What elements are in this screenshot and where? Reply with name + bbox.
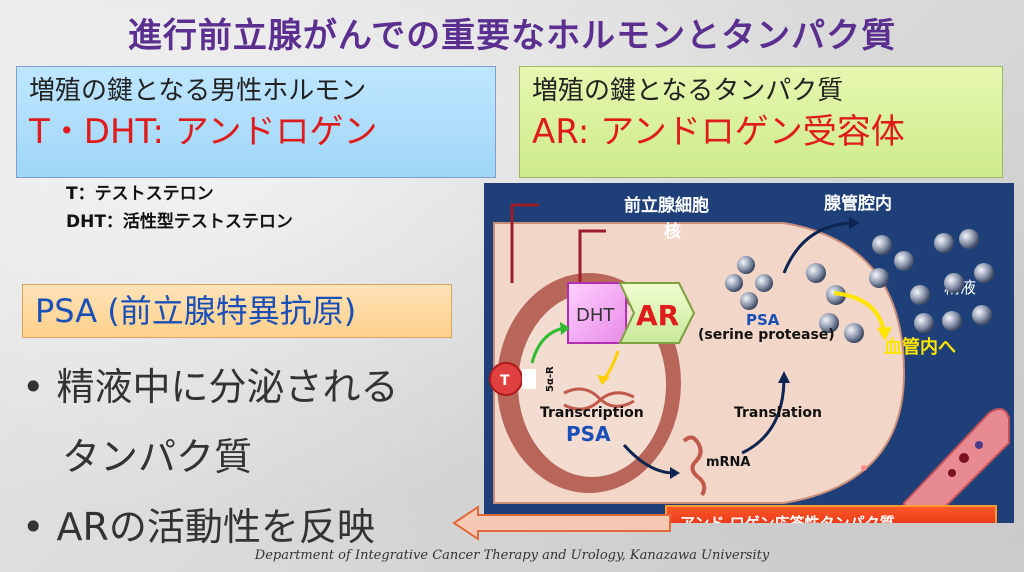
label-5ar: 5α-R (545, 366, 556, 392)
slide-title: 進行前立腺がんでの重要なホルモンとタンパク質 (127, 16, 897, 56)
psa-heading: PSA (前立腺特異抗原) (22, 284, 452, 338)
label-blood: 血管内へ (884, 336, 956, 358)
receptor-box: 増殖の鍵となるタンパク質 AR: アンドロゲン受容体 (519, 66, 1003, 178)
psa-particle-small (861, 465, 867, 471)
label-mrna: mRNA (706, 455, 751, 470)
bullet-continuation: タンパク質 (62, 435, 253, 479)
psa-particle (737, 256, 755, 274)
bullet-list: • 精液中に分泌される タンパク質 • ARの活動性を反映 (22, 352, 399, 562)
psa-particle (910, 285, 930, 305)
psa-particle (974, 263, 994, 283)
label-nucleus: 核 (664, 221, 681, 242)
psa-particle (806, 263, 826, 283)
transcription-arrow-head (670, 467, 680, 479)
psa-particle (725, 274, 743, 292)
label-serine: (serine protease) (698, 327, 835, 343)
label-t: T (500, 373, 510, 389)
blood-cell (959, 453, 969, 463)
t-receptor (522, 369, 536, 389)
blood-arrow-head (877, 327, 892, 341)
translation-arrow-head (778, 371, 790, 383)
secretion-arrow (782, 221, 857, 274)
definition-t: T：テストステロン (66, 184, 214, 204)
cell-bracket (510, 203, 539, 283)
label-lumen: 腺管腔内 (824, 193, 892, 214)
label-cell: 前立腺細胞 (624, 195, 709, 216)
reflect-arrow (452, 505, 671, 541)
diagram-svg: 前立腺細胞 核 腺管腔内 精液 血管内へ (484, 183, 1014, 540)
dna-strand (563, 391, 635, 411)
label-ar: AR (636, 299, 679, 332)
androgen-box-term: T・DHT: アンドロゲン (29, 112, 378, 152)
psa-particle (914, 313, 934, 333)
receptor-box-caption: 増殖の鍵となるタンパク質 (532, 76, 844, 106)
psa-particle (894, 251, 914, 271)
androgen-box: 増殖の鍵となる男性ホルモン T・DHT: アンドロゲン (16, 66, 496, 178)
psa-particle (972, 305, 992, 325)
psa-pathway-diagram: 前立腺細胞 核 腺管腔内 精液 血管内へ (484, 183, 1014, 540)
ar-block (618, 282, 696, 344)
translation-arrow (741, 377, 786, 455)
secretion-arrow-head (849, 217, 860, 229)
label-psa-protein: PSA (746, 311, 780, 329)
definition-dht: DHT：活性型テストステロン (66, 212, 293, 232)
binding-arrow-head (597, 375, 610, 385)
blood-cell (975, 441, 983, 449)
label-psa-gene: PSA (566, 422, 611, 446)
bullet-text: ARの活動性を反映 (56, 505, 375, 549)
footer-credit: Department of Integrative Cancer Therapy… (254, 548, 770, 563)
dna-strand (563, 387, 635, 408)
blood-vessel (903, 408, 1010, 524)
psa-particle (959, 229, 979, 249)
mrna-strand (682, 435, 707, 497)
conversion-arrow-head (560, 322, 570, 335)
definitions: T：テストステロン DHT：活性型テストステロン (66, 180, 293, 236)
blood-arrow (833, 291, 886, 334)
psa-particle (740, 292, 758, 310)
label-dht: DHT (576, 305, 615, 326)
psa-particle (872, 235, 892, 255)
label-response: アンド ロゲン応答性タンパク質 (680, 514, 895, 523)
psa-particle (942, 311, 962, 331)
reflect-arrow-shape (452, 505, 671, 541)
nucleus-bracket (578, 229, 606, 293)
psa-particle (944, 273, 964, 293)
psa-particle (869, 268, 889, 288)
conversion-arrow (530, 326, 565, 364)
psa-particle (934, 233, 954, 253)
bullet-item: • 精液中に分泌される (22, 365, 399, 409)
bullet-text: 精液中に分泌される (56, 365, 399, 409)
label-translation: Translation (734, 405, 822, 421)
bullet-item: • ARの活動性を反映 (22, 505, 375, 549)
label-transcription: Transcription (540, 405, 644, 421)
psa-particle (755, 274, 773, 292)
androgen-box-caption: 増殖の鍵となる男性ホルモン (29, 76, 367, 106)
psa-particle (844, 323, 864, 343)
psa-particle (819, 313, 839, 333)
blood-cell (948, 469, 956, 477)
receptor-box-term: AR: アンドロゲン受容体 (532, 112, 905, 152)
transcription-arrow (622, 444, 675, 475)
